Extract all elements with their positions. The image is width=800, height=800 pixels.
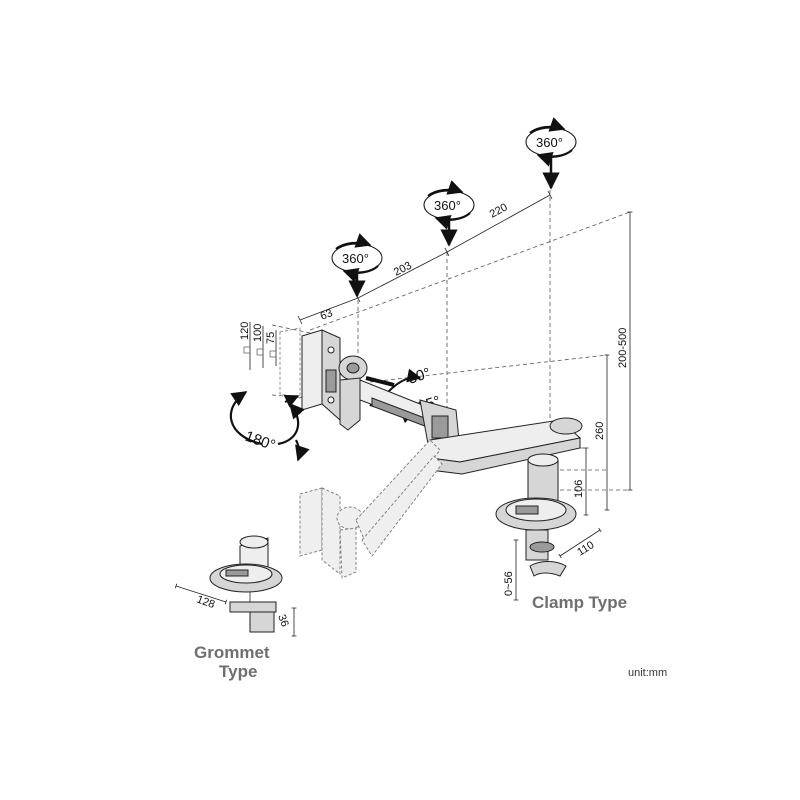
projection-lines (271, 190, 631, 491)
vesa-dimensions: 120 100 75 (239, 322, 301, 399)
rotate-indicator: 180° (229, 391, 310, 462)
dim-height-260: 260 (594, 422, 606, 440)
vesa-100: 100 (252, 324, 264, 342)
vesa-plate (301, 329, 368, 431)
dim-height-range: 200-500 (617, 328, 629, 368)
dim-clamp-range: 0~56 (503, 571, 515, 596)
clamp-assembly (495, 453, 577, 577)
dim-head-offset: 63 (319, 307, 335, 323)
dim-arm-rear: 220 (488, 201, 510, 220)
rotation-label-front: 360° (342, 251, 369, 266)
rotation-label-middle: 360° (434, 198, 461, 213)
rotation-indicator-middle: 360° (423, 180, 475, 247)
rotation-indicator-top: 360° (525, 117, 577, 190)
tilt-up-label: 30° (406, 365, 433, 388)
grommet-assembly: 128 36 (174, 535, 297, 637)
arm-length-dimensions: 63 203 220 (297, 190, 553, 325)
clamp-type-caption: Clamp Type (532, 593, 627, 612)
rotation-label-top: 360° (536, 135, 563, 150)
rotation-indicator-front: 360° (331, 233, 383, 298)
vesa-120: 120 (239, 322, 251, 340)
dim-clamp-depth: 110 (575, 539, 596, 558)
grommet-type-caption-line1: Grommet (194, 643, 270, 662)
unit-label: unit:mm (628, 667, 667, 679)
dim-grommet-base: 128 (195, 594, 216, 612)
rear-arm (429, 417, 583, 475)
height-dimensions: 200-500 260 106 110 0~56 (503, 211, 633, 601)
dim-arm-front: 203 (392, 260, 414, 279)
lowered-position-outline (299, 439, 443, 579)
vesa-75: 75 (265, 332, 277, 344)
rotate-label: 180° (243, 428, 278, 455)
grommet-type-caption-line2: Type (219, 662, 257, 681)
dim-post-height: 106 (573, 480, 585, 498)
dim-grommet-thickness: 36 (275, 613, 290, 629)
